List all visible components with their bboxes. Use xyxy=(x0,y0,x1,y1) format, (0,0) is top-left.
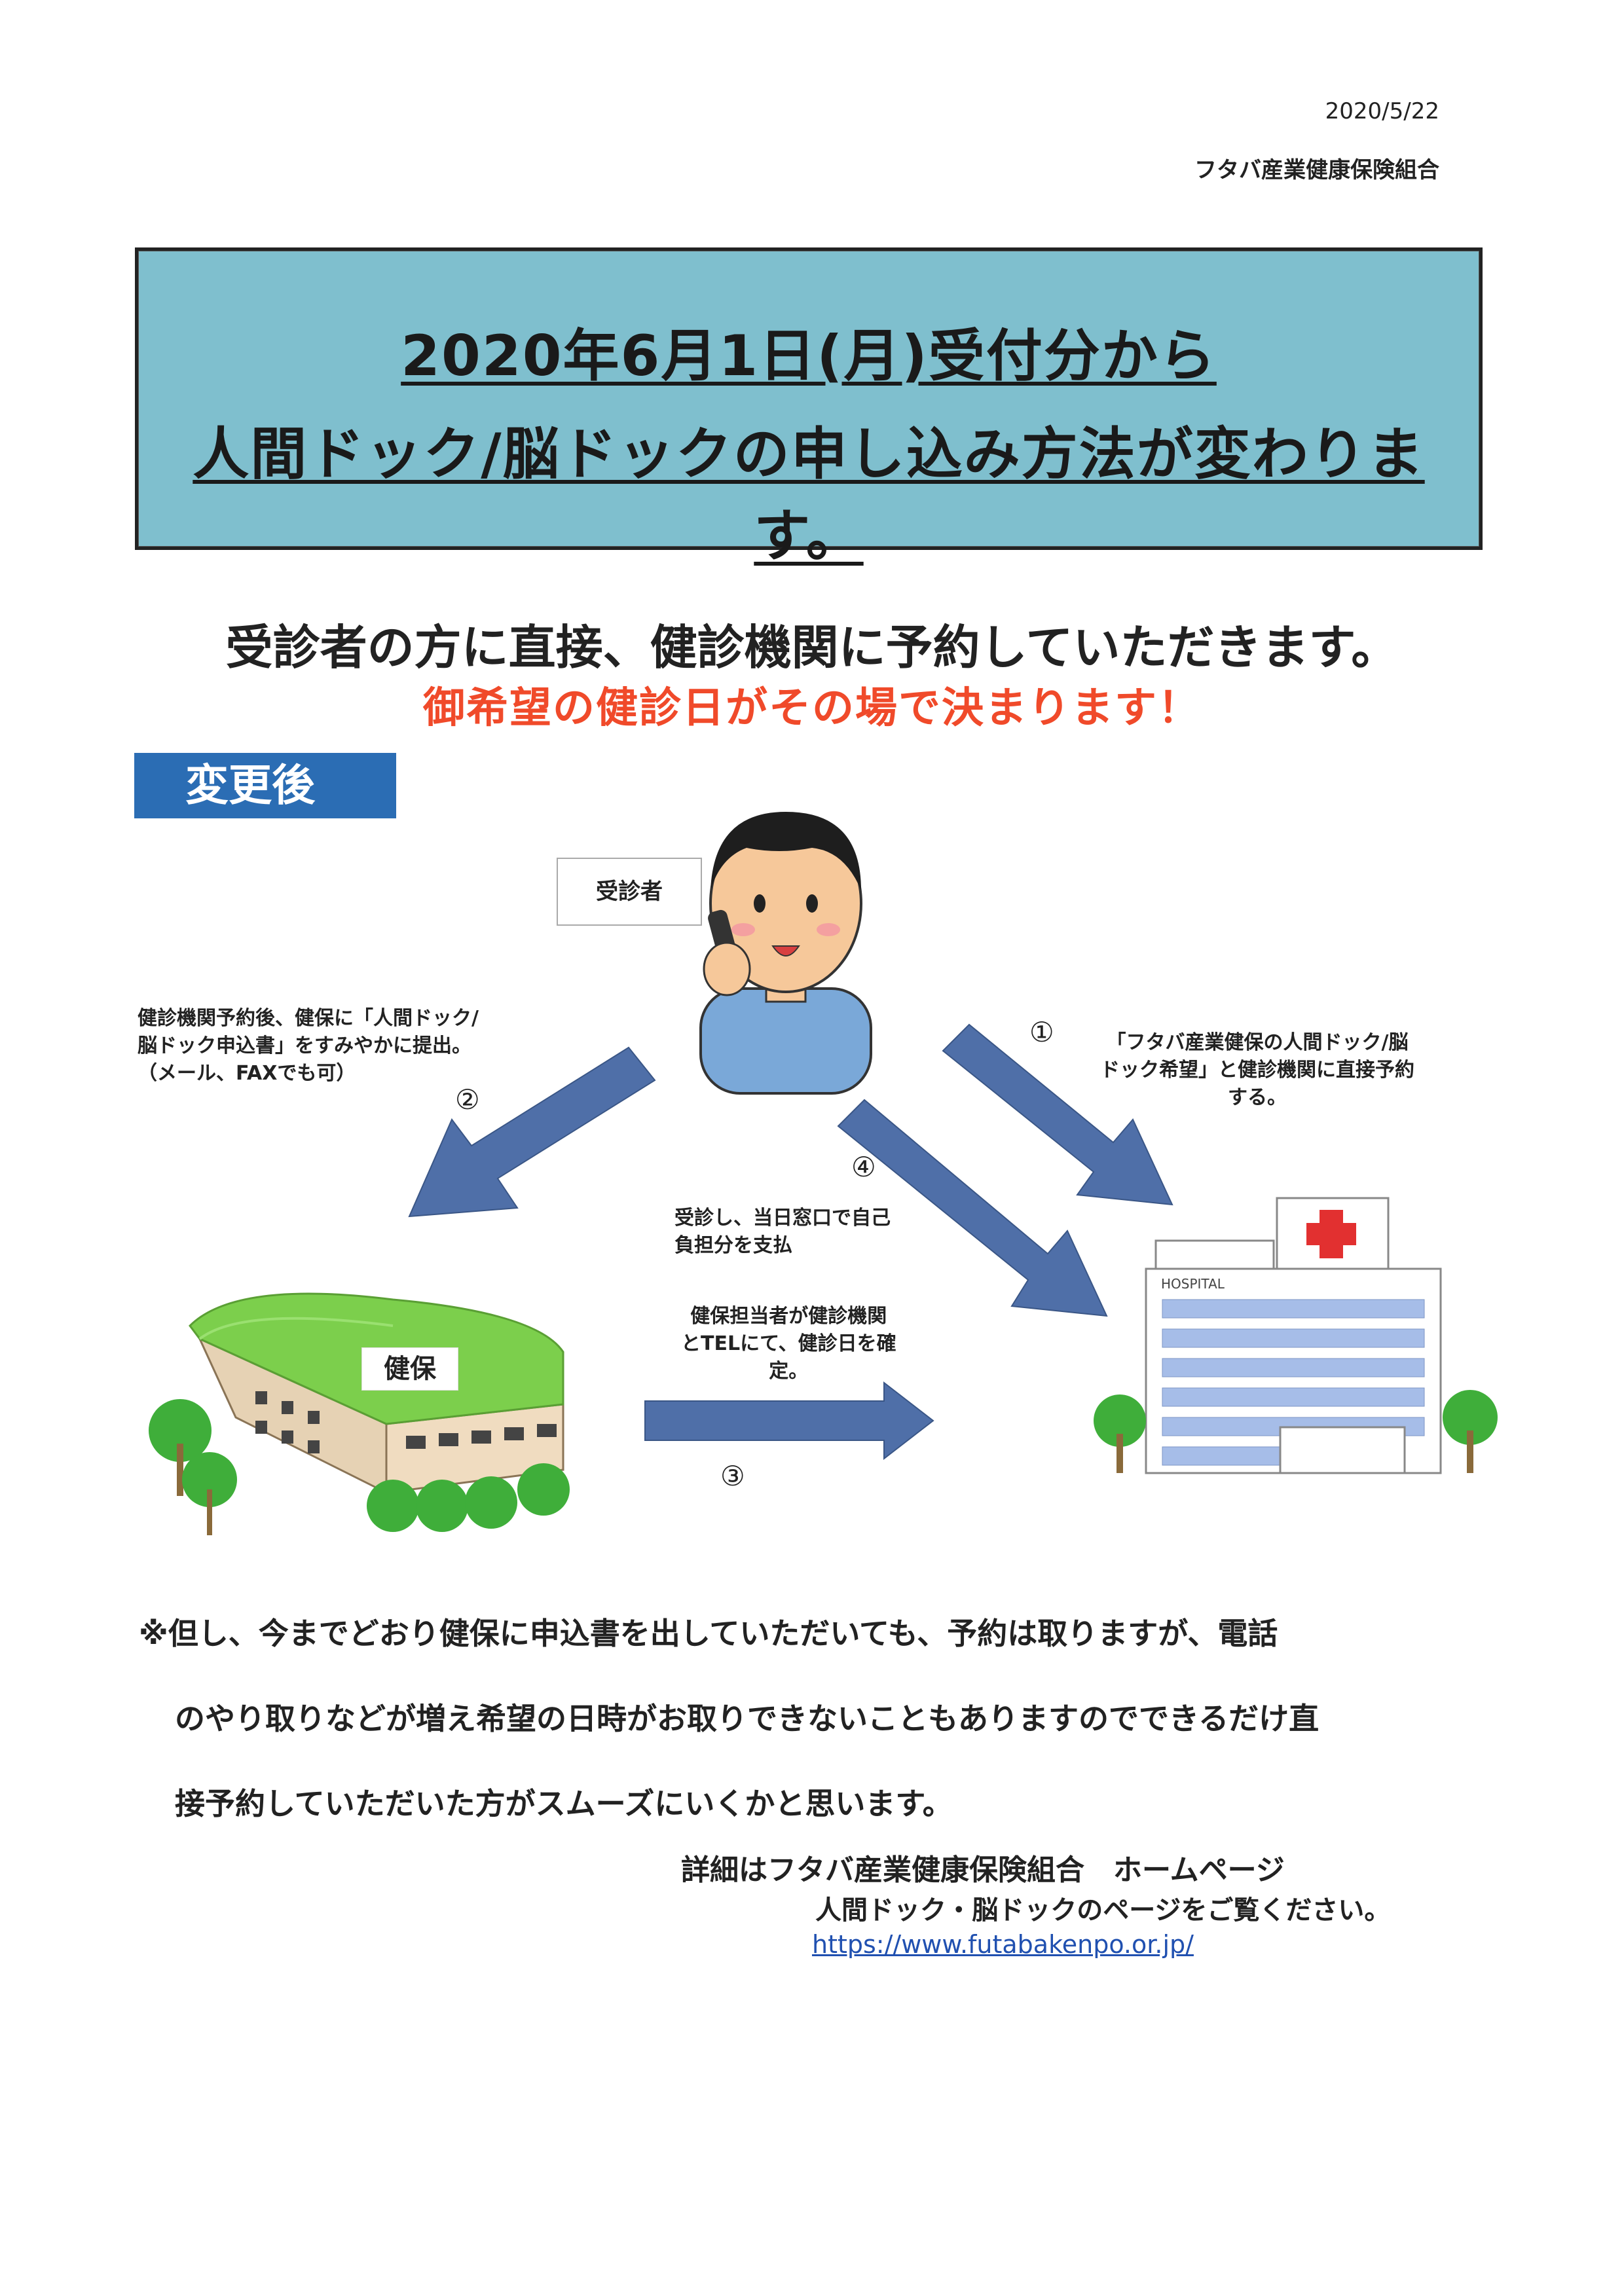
hospital-sign-text: HOSPITAL xyxy=(1161,1276,1225,1292)
homepage-link[interactable]: https://www.futabakenpo.or.jp/ xyxy=(812,1930,1194,1959)
notice-paragraph: ※但し、今までどおり健保に申込書を出していただいても、予約は取りますが、電話 の… xyxy=(139,1591,1488,1846)
step4-description: 受診し、当日窓口で自己 負担分を支払 xyxy=(674,1205,891,1260)
patient-label: 受診者 xyxy=(557,858,702,926)
step3-line: 定。 xyxy=(769,1360,809,1383)
step4-line: 受診し、当日窓口で自己 xyxy=(674,1207,891,1230)
section-tag-after-change: 変更後 xyxy=(134,753,396,818)
step3-number: ③ xyxy=(720,1460,745,1492)
step3-line: 健保担当者が健診機関 xyxy=(690,1305,887,1328)
step1-number: ① xyxy=(1029,1016,1054,1048)
banner-title-line1: 2020年6月1日(月)受付分から xyxy=(401,323,1217,389)
step1-description: 「フタバ産業健保の人間ドック/脳 ドック希望」と健診機関に直接予約 する。 xyxy=(1100,1029,1414,1112)
kenpo-label: 健保 xyxy=(361,1347,458,1391)
notice-line: ※但し、今までどおり健保に申込書を出していただいても、予約は取りますが、電話 xyxy=(139,1616,1278,1651)
lead-highlight-text: 御希望の健診日がその場で決まります！ xyxy=(423,684,1201,733)
step2-line: 健診機関予約後、健保に「人間ドック/ xyxy=(138,1007,479,1030)
patient-on-phone-illustration xyxy=(699,812,872,1095)
step2-line: （メール、FAXでも可） xyxy=(138,1062,356,1085)
notice-line: のやり取りなどが増え希望の日時がお取りできないこともありますのでできるだけ直 xyxy=(175,1701,1320,1736)
document-date: 2020/5/22 xyxy=(1325,98,1439,124)
step3-description: 健保担当者が健診機関 とTELにて、健診日を確 定。 xyxy=(681,1303,896,1385)
step4-line: 負担分を支払 xyxy=(674,1234,792,1257)
title-banner: 2020年6月1日(月)受付分から 人間ドック/脳ドックの申し込み方法が変わりま… xyxy=(135,247,1483,569)
step1-line: する。 xyxy=(1228,1086,1287,1109)
step1-line: ドック希望」と健診機関に直接予約 xyxy=(1100,1059,1414,1082)
lead-text: 受診者の方に直接、健診機関に予約していただきます。 xyxy=(225,620,1399,675)
step2-line: 脳ドック申込書」をすみやかに提出。 xyxy=(138,1034,471,1057)
step2-number: ② xyxy=(455,1084,480,1116)
arrow-step3 xyxy=(644,1381,934,1461)
detail-info-line2: 人間ドック・脳ドックのページをご覧ください。 xyxy=(815,1895,1391,1925)
banner-title-line2: 人間ドック/脳ドックの申し込み方法が変わります。 xyxy=(193,422,1425,569)
hospital-illustration: HOSPITAL xyxy=(1094,1197,1498,1474)
step1-line: 「フタバ産業健保の人間ドック/脳 xyxy=(1106,1031,1409,1054)
kenpo-building-illustration xyxy=(149,1292,570,1535)
step4-number: ④ xyxy=(851,1151,876,1183)
notice-line: 接予約していただいた方がスムーズにいくかと思います。 xyxy=(175,1786,953,1821)
step3-line: とTELにて、健診日を確 xyxy=(681,1332,896,1355)
step2-description: 健診機関予約後、健保に「人間ドック/ 脳ドック申込書」をすみやかに提出。 （メー… xyxy=(138,1005,479,1087)
organization-name: フタバ産業健康保険組合 xyxy=(1194,157,1439,183)
detail-info-line1: 詳細はフタバ産業健康保険組合 ホームページ xyxy=(681,1853,1285,1887)
